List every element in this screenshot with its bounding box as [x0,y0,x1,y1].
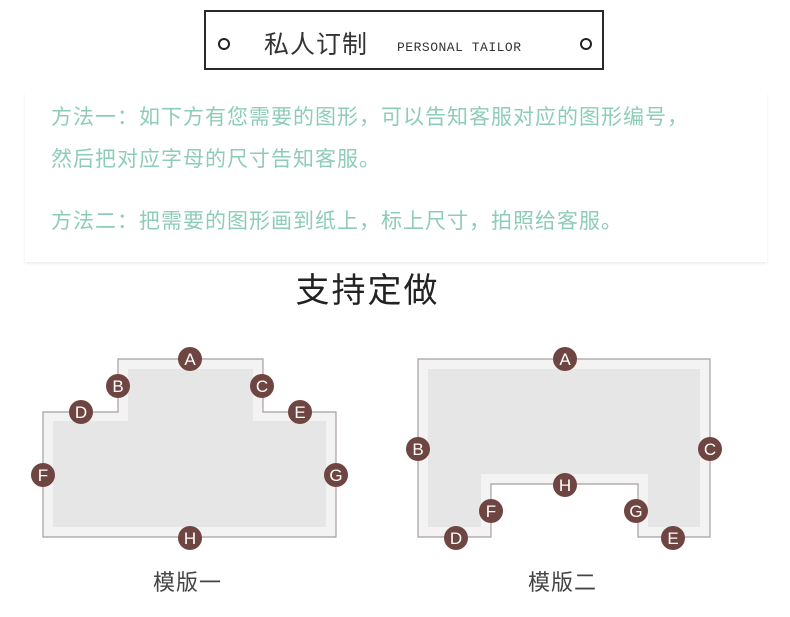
marker-E: E [661,526,685,550]
svg-text:D: D [450,529,462,548]
template-2-label: 模版二 [528,571,598,596]
marker-D: D [444,526,468,550]
marker-A: A [553,347,577,371]
svg-text:C: C [256,377,268,396]
marker-C: C [698,437,722,461]
svg-text:E: E [294,403,305,422]
marker-G: G [624,499,648,523]
svg-text:B: B [112,377,123,396]
circle-icon [580,38,592,50]
section-title: 支持定做 [295,271,440,311]
svg-text:E: E [667,529,678,548]
marker-H: H [553,473,577,497]
circle-icon [218,38,230,50]
marker-H: H [178,526,202,550]
marker-F: F [31,463,55,487]
svg-text:G: G [329,466,342,485]
svg-text:B: B [412,440,423,459]
svg-text:C: C [704,440,716,459]
svg-text:D: D [75,403,87,422]
personal-tailor-banner: 私人订制 PERSONAL TAILOR [204,10,604,70]
marker-C: C [250,374,274,398]
template-2-shape[interactable] [417,358,711,538]
marker-E: E [288,400,312,424]
marker-D: D [69,400,93,424]
svg-text:H: H [559,476,571,495]
marker-G: G [324,463,348,487]
svg-text:A: A [559,350,571,369]
marker-A: A [178,347,202,371]
svg-text:H: H [184,529,196,548]
svg-text:A: A [184,350,196,369]
banner-title-cn: 私人订制 [264,30,369,59]
instructions-panel [25,92,767,262]
svg-text:F: F [38,466,48,485]
template-1-label: 模版一 [153,571,223,596]
svg-text:F: F [486,502,496,521]
marker-F: F [479,499,503,523]
method2-text: 方法二：把需要的图形画到纸上，标上尺寸，拍照给客服。 [51,209,623,233]
marker-B: B [106,374,130,398]
svg-text:G: G [629,502,642,521]
template-1-shape[interactable] [42,358,337,538]
banner-title-en: PERSONAL TAILOR [397,40,522,55]
method1-line1: 方法一：如下方有您需要的图形，可以告知客服对应的图形编号， [51,105,689,129]
marker-B: B [406,437,430,461]
method1-line2: 然后把对应字母的尺寸告知客服。 [51,147,381,171]
